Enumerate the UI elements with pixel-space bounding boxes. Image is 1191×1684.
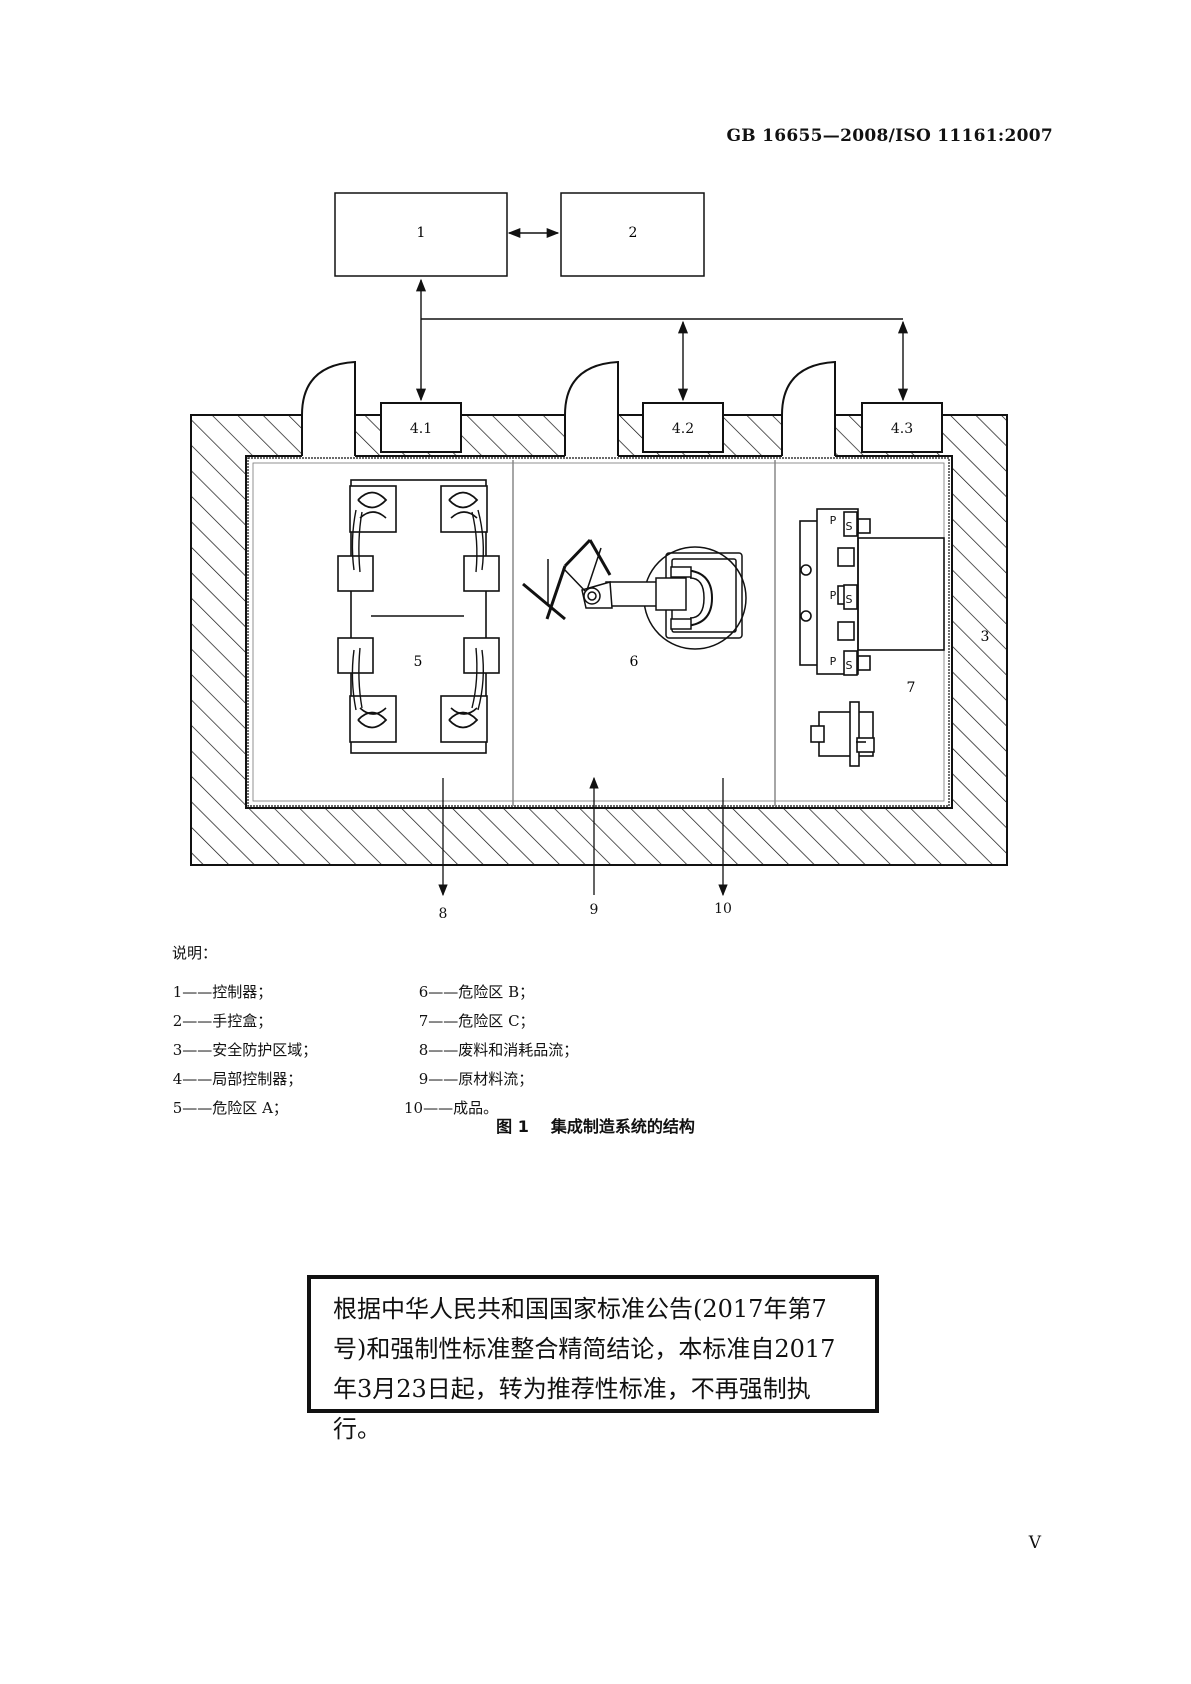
sensor-p-3: P [830,655,837,668]
legend-item: 9——原材料流； [414,1070,534,1088]
sensor-p-1: P [830,514,837,527]
legend-item: 10——成品。 [404,1099,499,1117]
figure-title: 集成制造系统的结构 [550,1117,695,1136]
controller-box [334,192,508,277]
notice-box: 根据中华人民共和国国家标准公告(2017年第7号)和强制性标准整合精简结论，本标… [307,1275,879,1443]
zone-b-robot [522,538,747,650]
label-10: 10 [714,901,732,917]
label-9: 9 [590,902,599,918]
figure-number: 图 1 [496,1117,529,1136]
label-3: 3 [981,629,990,645]
legend-item: 2——手控盒； [168,1012,273,1030]
door-opening-2 [565,413,618,457]
legend-title: 说明： [172,944,218,962]
local-controller-4-1 [380,402,462,453]
door-swing-2 [564,360,619,416]
zone-a-fixture [337,479,500,754]
safeguard-wall [190,414,1008,866]
local-controller-4-2 [642,402,724,453]
label-6: 6 [630,654,639,670]
legend-item: 6——危险区 B； [414,983,535,1001]
system-structure-diagram: 4.1 4.2 4.3 1 2 [190,192,1008,922]
legend-item: 8——废料和消耗品流； [414,1041,579,1059]
standard-id-header: GB 16655—2008/ISO 11161:2007 [726,126,1053,146]
sensor-p-2: P [830,589,837,602]
door-swing-1 [301,360,356,416]
label-5: 5 [414,654,423,670]
legend-item: 1——控制器； [168,983,273,1001]
door-opening-1 [302,413,355,457]
legend-item: 5——危险区 A； [168,1099,288,1117]
legend-item: 4——局部控制器； [168,1070,303,1088]
label-4-2: 4.2 [672,421,694,437]
label-1: 1 [417,225,426,241]
working-area [247,457,950,807]
door-swing-3 [781,360,836,416]
local-controller-4-3 [861,402,943,453]
legend-item: 3——安全防护区域； [168,1041,318,1059]
sensor-s-3: S [846,659,853,672]
legend-item: 7——危险区 C； [414,1012,535,1030]
pendant-box [560,192,705,277]
sensor-s-2: S [846,593,853,606]
figure-caption: 图 1 集成制造系统的结构 [0,1113,1191,1137]
sensor-s-1: S [846,520,853,533]
label-4-1: 4.1 [410,421,432,437]
page-number: V [1028,1533,1041,1553]
door-opening-3 [782,413,835,457]
label-4-3: 4.3 [891,421,913,437]
label-7: 7 [907,680,916,696]
zone-c-machine [799,508,945,767]
label-8: 8 [439,906,448,922]
label-2: 2 [629,225,638,241]
